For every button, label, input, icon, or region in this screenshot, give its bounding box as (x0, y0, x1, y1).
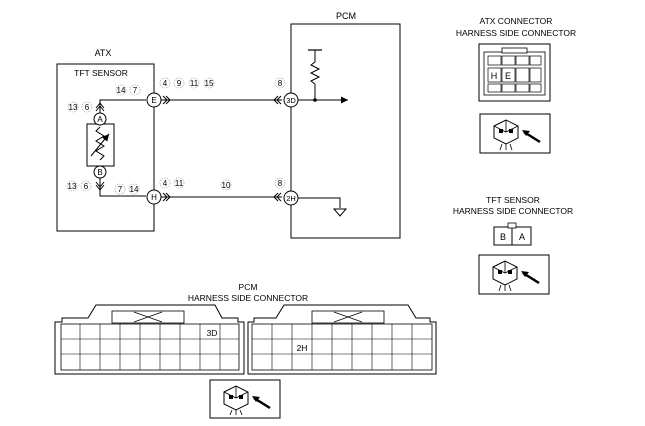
pcm-connector-right: 2H (247, 304, 437, 375)
svg-text:10: 10 (222, 181, 231, 190)
pcm-block: PCM 3D 2H (283, 11, 401, 239)
wire-e: 4 9 11 15 8 (159, 77, 286, 105)
svg-text:8: 8 (278, 179, 283, 188)
connector-view-icon (478, 254, 550, 295)
pcm-connector-left: 3D (54, 304, 245, 375)
svg-text:11: 11 (175, 179, 184, 188)
terminal-2h: 2H (283, 190, 299, 206)
atx-pin-e: E (505, 71, 511, 81)
callout-bottom-right: 7 14 (114, 183, 140, 195)
atx-connector-title: ATX CONNECTOR (480, 16, 553, 26)
atx-block: ATX TFT SENSOR A B 13 6 (56, 48, 162, 232)
atx-pin-h: H (491, 71, 498, 81)
terminal-3d: 3D (283, 92, 299, 108)
terminal-e: E (146, 92, 162, 108)
svg-text:13: 13 (68, 182, 77, 191)
atx-connector-subtitle: HARNESS SIDE CONNECTOR (456, 28, 576, 38)
svg-text:7: 7 (133, 86, 138, 95)
svg-text:14: 14 (117, 86, 126, 95)
atx-title: ATX (95, 48, 112, 58)
thermistor-icon (95, 126, 105, 161)
connector-view-icon (209, 379, 281, 419)
tft-pin-b: B (500, 232, 506, 242)
svg-text:A: A (97, 115, 103, 124)
wire-h: 4 11 10 8 (159, 177, 286, 202)
tft-pin-a: A (519, 232, 525, 242)
svg-text:H: H (151, 193, 157, 202)
svg-text:9: 9 (177, 79, 182, 88)
connector-view-icon (479, 113, 551, 154)
tft-connector: TFT SENSOR HARNESS SIDE CONNECTOR B A (453, 195, 573, 246)
pcm-connector: PCM HARNESS SIDE CONNECTOR 3D (54, 282, 437, 375)
svg-text:2H: 2H (286, 194, 296, 203)
callout-top-right: 14 7 (115, 84, 141, 96)
svg-text:8: 8 (278, 79, 283, 88)
svg-text:4: 4 (163, 179, 168, 188)
svg-text:11: 11 (190, 79, 199, 88)
svg-text:7: 7 (118, 185, 123, 194)
tft-sensor-label: TFT SENSOR (74, 68, 128, 78)
svg-text:14: 14 (130, 185, 139, 194)
svg-text:4: 4 (163, 79, 168, 88)
svg-text:B: B (97, 168, 102, 177)
svg-text:6: 6 (84, 182, 89, 191)
pcm-title: PCM (336, 11, 356, 21)
terminal-h: H (146, 189, 162, 205)
pcm-connector-3d-label: 3D (207, 328, 218, 338)
svg-text:6: 6 (85, 103, 90, 112)
tft-connector-title: TFT SENSOR (486, 195, 540, 205)
terminal-b: B (93, 165, 107, 179)
callout-top-left: 13 6 (67, 101, 93, 113)
svg-text:E: E (151, 96, 156, 105)
callout-bottom-left: 13 6 (66, 180, 92, 192)
terminal-a: A (93, 112, 107, 126)
svg-text:15: 15 (205, 79, 214, 88)
tft-connector-subtitle: HARNESS SIDE CONNECTOR (453, 206, 573, 216)
ground-icon (332, 208, 348, 217)
svg-text:3D: 3D (286, 96, 296, 105)
pcm-connector-subtitle: HARNESS SIDE CONNECTOR (188, 293, 308, 303)
pcm-connector-title: PCM (239, 282, 258, 292)
svg-text:13: 13 (69, 103, 78, 112)
resistor-icon (309, 61, 321, 85)
atx-connector: ATX CONNECTOR HARNESS SIDE CONNECTOR H E (456, 16, 576, 102)
pcm-connector-2h-label: 2H (297, 343, 308, 353)
